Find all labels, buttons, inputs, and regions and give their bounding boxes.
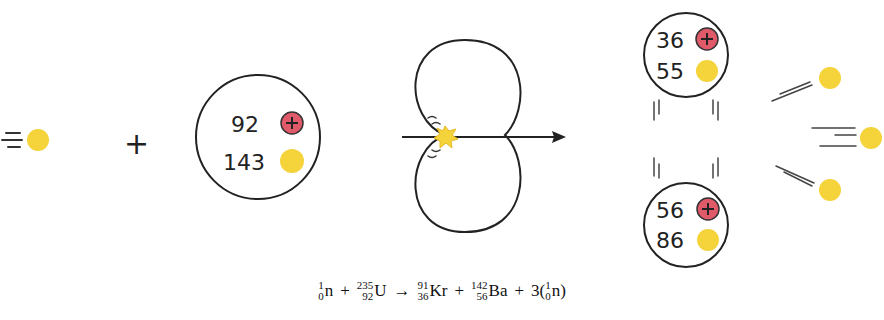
neutron-count: 55: [656, 59, 684, 85]
neutron: [27, 129, 49, 151]
equation-operator: →: [394, 280, 411, 302]
nuclide-numbers: 14256: [471, 280, 488, 302]
atomic-number: 36: [418, 291, 429, 302]
motion-line: [658, 100, 660, 114]
motion-line: [2, 139, 22, 141]
motion-line: [717, 158, 719, 176]
mass-number: 91: [418, 280, 429, 291]
nucleus-circle: 3655: [643, 12, 729, 98]
plus-mark: [286, 117, 298, 129]
equation-operator: +: [454, 280, 464, 302]
element-symbol: Ba: [489, 280, 508, 302]
nuclide-numbers: 9136: [418, 280, 429, 302]
plus-mark: [701, 33, 713, 45]
arrow-line: [402, 136, 556, 138]
motion-line: [6, 132, 20, 134]
neutron-count: 143: [223, 150, 265, 176]
proton-symbol: [697, 198, 719, 220]
motion-line: [776, 166, 814, 183]
splash-mark: [432, 150, 440, 152]
splash-mark: [428, 117, 436, 119]
motion-line: [812, 127, 855, 129]
nucleus-circle: 5686: [643, 182, 729, 268]
nucleus-circle: 92143: [195, 74, 321, 200]
atomic-number: 0: [318, 291, 324, 302]
splash-mark: [432, 123, 440, 125]
element-symbol: n: [325, 280, 334, 302]
equation-coefficient: 3(: [531, 280, 545, 302]
plus-sign: +: [124, 127, 149, 161]
neutron: [819, 179, 841, 201]
neutron: [860, 127, 882, 149]
motion-line: [8, 146, 20, 148]
motion-line: [717, 102, 719, 120]
fission-equation: 10n+23592U→9136Kr+14256Ba+3(10n): [0, 280, 884, 302]
neutron-symbol: [697, 229, 719, 251]
nuclide-numbers: 10: [318, 280, 324, 302]
proton-count: 36: [656, 28, 684, 54]
element-symbol: U: [374, 280, 386, 302]
motion-line: [780, 82, 810, 94]
motion-line: [835, 134, 856, 136]
motion-line: [653, 158, 655, 176]
proton-symbol: [281, 112, 303, 134]
motion-line: [712, 164, 714, 178]
mass-number: 235: [357, 280, 374, 291]
motion-line: [658, 164, 660, 178]
motion-line: [653, 102, 655, 120]
equation-operator: +: [340, 280, 350, 302]
atomic-number: 92: [362, 291, 373, 302]
mass-number: 142: [471, 280, 488, 291]
splash-mark: [428, 156, 436, 158]
atomic-number: 56: [477, 291, 488, 302]
proton-symbol: [696, 28, 718, 50]
element-symbol: Kr: [430, 280, 448, 302]
mass-number: 1: [318, 280, 324, 291]
mass-number: 1: [545, 280, 551, 291]
plus-mark: [702, 203, 714, 215]
motion-line: [712, 100, 714, 114]
neutron-count: 86: [656, 228, 684, 254]
nuclide-numbers: 23592: [357, 280, 374, 302]
impact-neutron: [434, 126, 458, 148]
neutron-symbol: [280, 149, 304, 173]
neutron: [819, 67, 841, 89]
motion-line: [784, 172, 812, 186]
motion-line: [820, 145, 856, 147]
atomic-number: 0: [545, 291, 551, 302]
proton-count: 92: [231, 112, 259, 138]
arrow-head: [552, 131, 566, 143]
motion-line: [772, 85, 812, 101]
proton-count: 56: [656, 198, 684, 224]
neutron-symbol: [696, 60, 718, 82]
element-symbol: n): [552, 280, 566, 302]
equation-operator: +: [514, 280, 524, 302]
nuclide-numbers: 10: [545, 280, 551, 302]
